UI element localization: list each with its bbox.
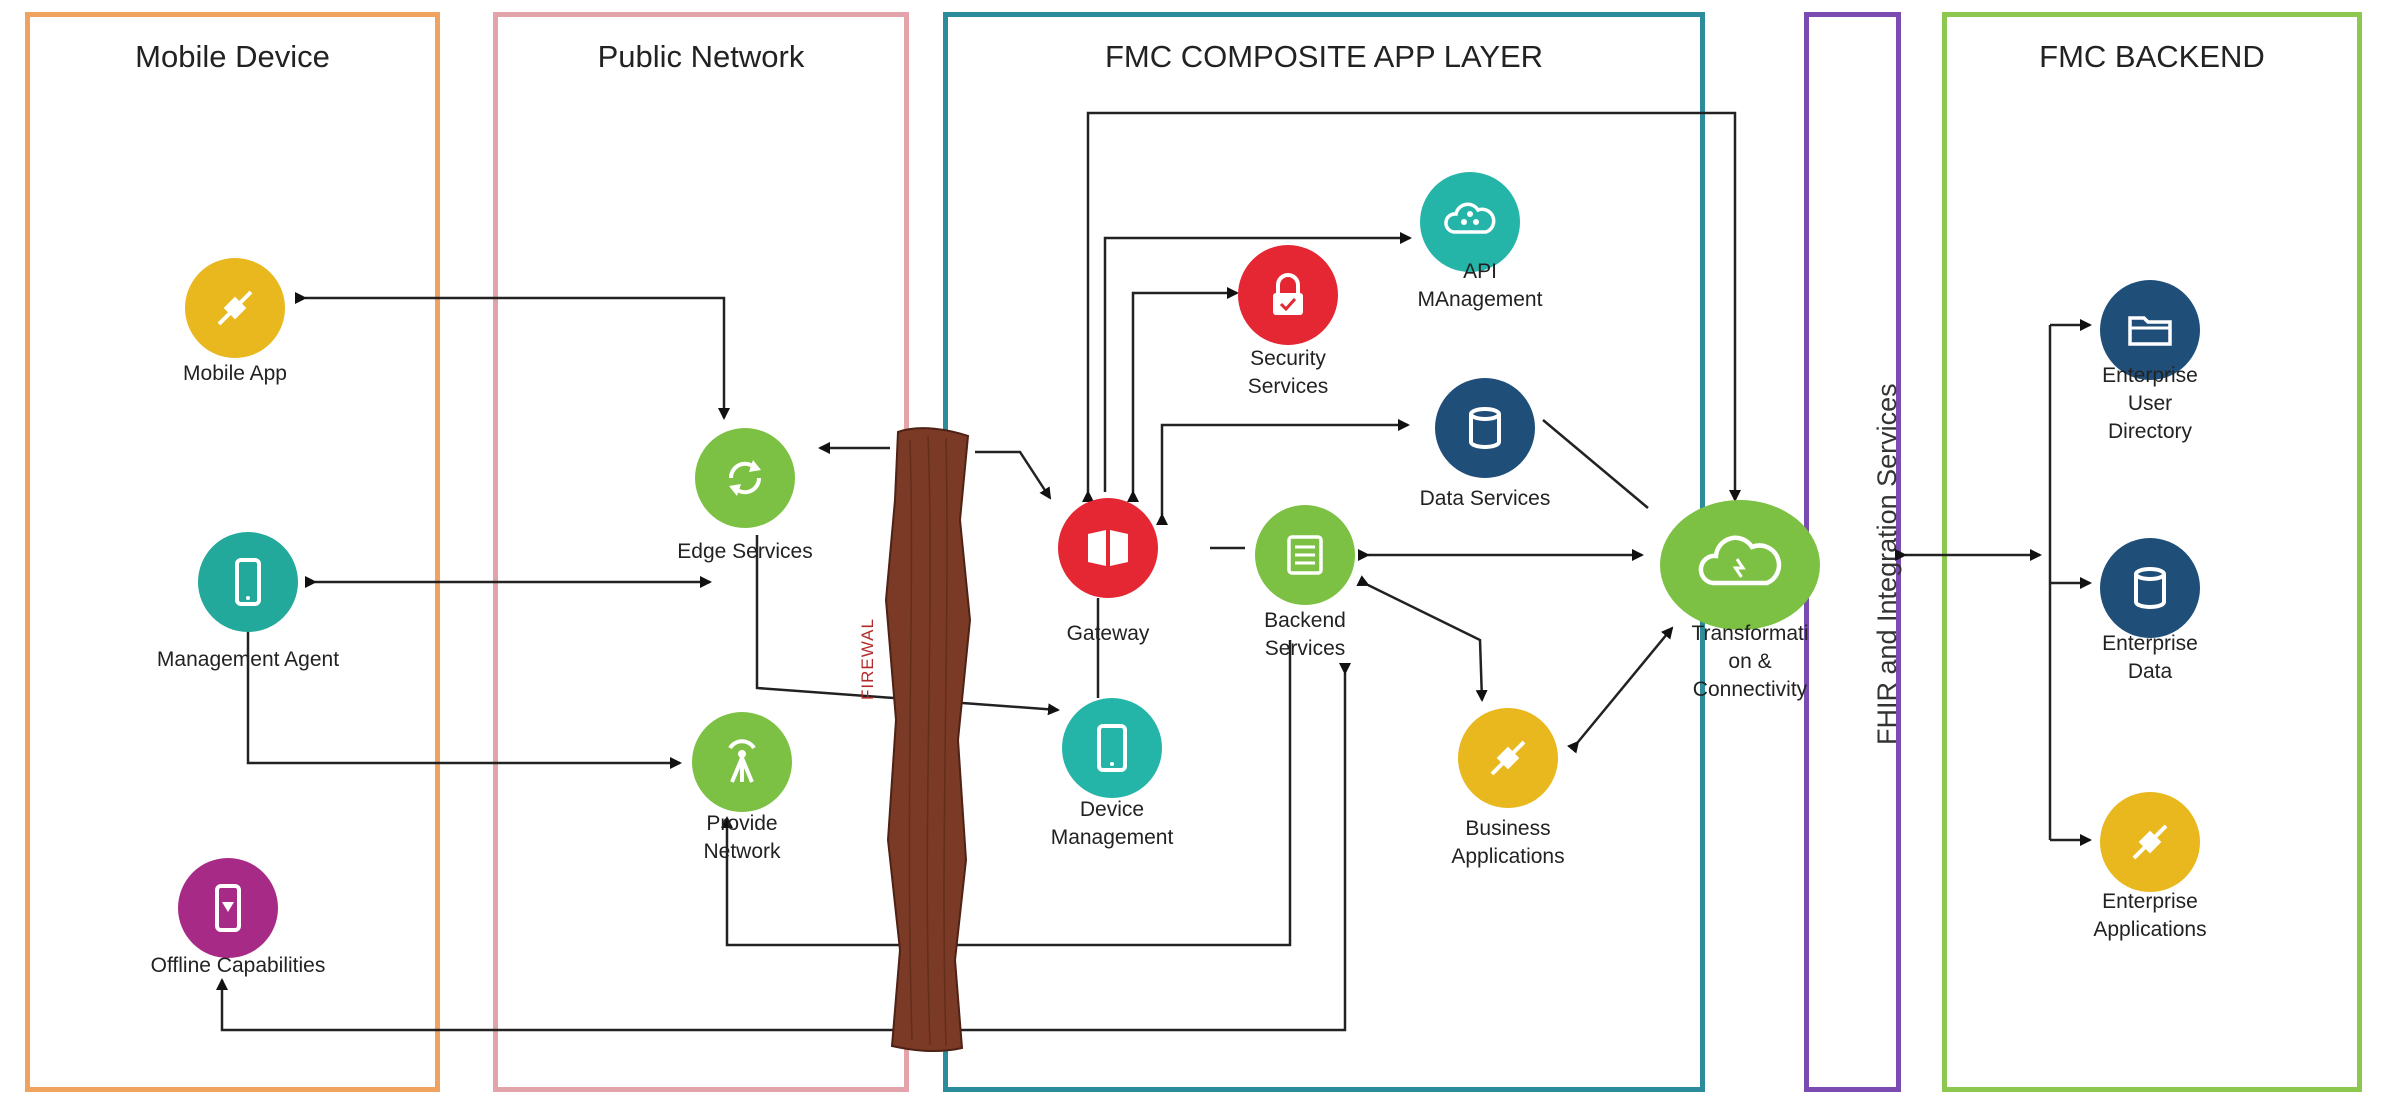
lane-mobile-device: Mobile Device — [25, 12, 440, 1092]
backend-services-label: Backend Services — [1264, 609, 1346, 660]
api-management-label: API MAnagement — [1417, 260, 1543, 311]
plug-icon — [217, 290, 253, 326]
sync-icon — [728, 460, 762, 496]
enterprise-user-directory-label: Enterprise User Directory — [2102, 364, 2198, 443]
transformation-node — [1660, 500, 1820, 630]
gateway-node — [1058, 498, 1158, 598]
enterprise-applications-label: Enterprise Applications — [2093, 890, 2207, 941]
transformation-label: Transformati on & Connectivity — [1691, 622, 1809, 701]
business-applications-node — [1458, 708, 1558, 808]
offline-phone-icon — [215, 884, 241, 932]
lane-title-public-network: Public Network — [597, 39, 805, 74]
provide-network-label: Provide Network — [703, 812, 781, 863]
lock-icon — [1273, 273, 1303, 315]
enterprise-user-directory-node — [2100, 280, 2200, 380]
offline-capabilities-node — [178, 858, 278, 958]
gateway-label: Gateway — [1066, 622, 1150, 645]
management-agent-label: Management Agent — [156, 648, 340, 671]
enterprise-data-label: Enterprise Data — [2102, 632, 2198, 683]
edge-services-node — [695, 428, 795, 528]
database-icon — [1469, 407, 1501, 449]
enterprise-data-node — [2100, 538, 2200, 638]
cloud-icon — [1698, 535, 1782, 586]
lane-title-composite-app-layer: FMC COMPOSITE APP LAYER — [1104, 39, 1544, 74]
business-applications-label: Business Applications — [1451, 817, 1565, 868]
gateway-doors-icon — [1088, 530, 1128, 566]
firewall-label: FIREWAL — [858, 618, 877, 700]
data-services-node — [1435, 378, 1535, 478]
database-icon — [2134, 567, 2166, 609]
list-document-icon — [1287, 535, 1323, 575]
lane-title-fmc-backend: FMC BACKEND — [2039, 39, 2265, 74]
folder-icon — [2128, 316, 2172, 346]
edge-services-label: Edge Services — [677, 540, 813, 563]
data-services-label: Data Services — [1419, 487, 1551, 510]
offline-capabilities-label: Offline Capabilities — [150, 954, 326, 977]
security-services-node — [1238, 245, 1338, 345]
lane-title-mobile-device: Mobile Device — [135, 39, 330, 74]
antenna-icon — [728, 739, 756, 783]
management-agent-node — [198, 532, 298, 632]
plug-icon — [2132, 824, 2168, 860]
backend-services-node — [1255, 505, 1355, 605]
mobile-app-label: Mobile App — [183, 362, 287, 385]
provide-network-node — [692, 712, 792, 812]
cloud-network-icon — [1444, 202, 1496, 234]
tablet-icon — [1097, 724, 1127, 772]
enterprise-applications-node — [2100, 792, 2200, 892]
device-management-label: Device Management — [1050, 798, 1174, 849]
api-management-node — [1420, 172, 1520, 272]
device-management-node — [1062, 698, 1162, 798]
plug-icon — [1490, 740, 1526, 776]
mobile-app-node — [185, 258, 285, 358]
smartphone-icon — [235, 558, 261, 606]
security-services-label: Security Services — [1247, 347, 1329, 398]
